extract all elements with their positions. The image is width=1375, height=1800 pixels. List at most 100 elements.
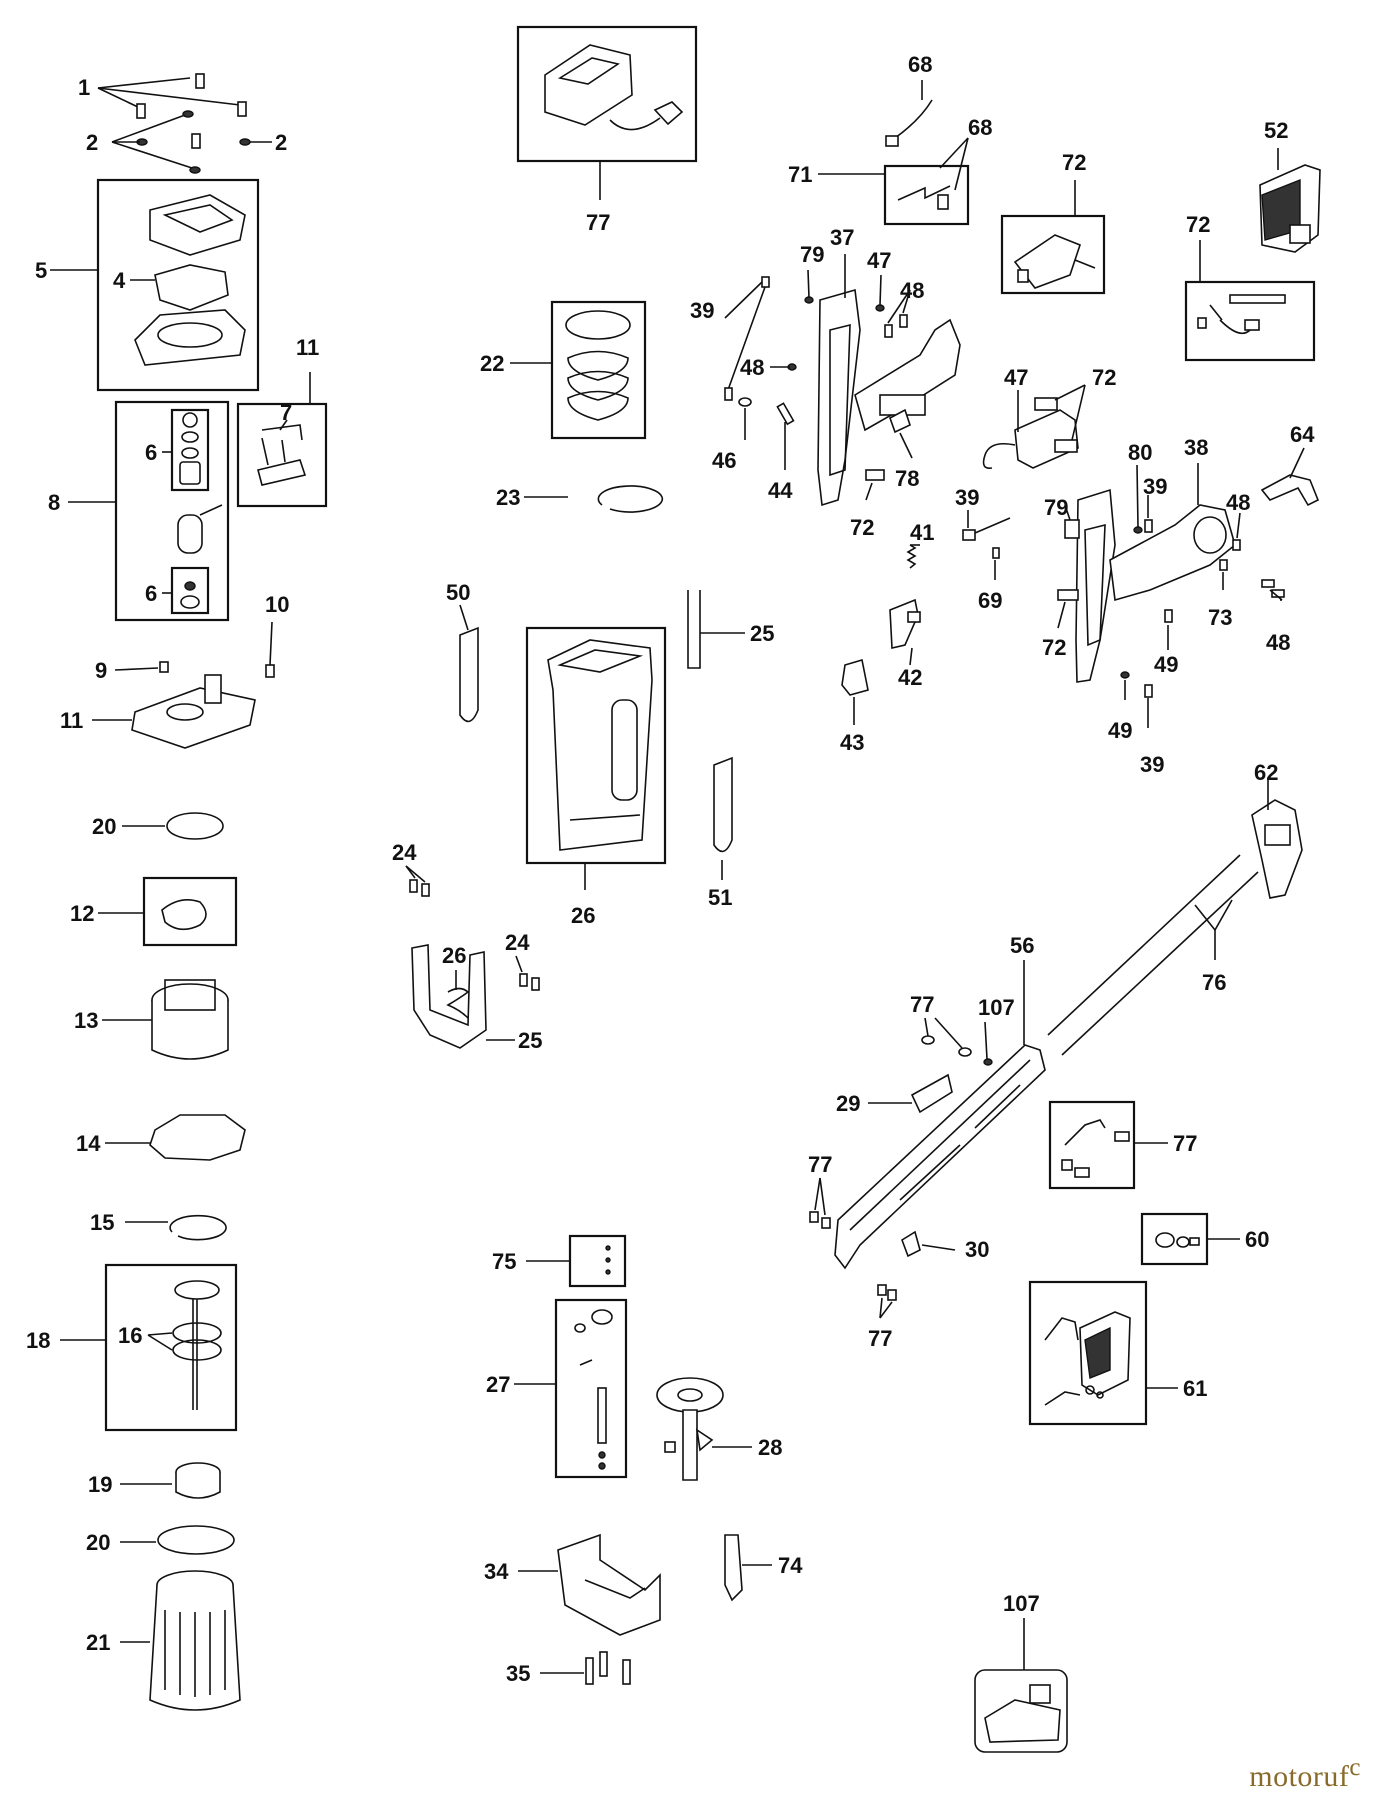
callout-28: 26 [571, 903, 595, 928]
screws-washers [97, 73, 272, 174]
callout-24: 24 [505, 930, 530, 955]
callout-62: 62 [1254, 760, 1278, 785]
callout-51: 50 [446, 580, 470, 605]
callout-7: 7 [280, 400, 292, 425]
callout-107: 79 [1044, 495, 1068, 520]
callout-31: 29 [836, 1091, 860, 1116]
group-box-5 [96, 178, 260, 392]
valve-parts [177, 412, 223, 609]
callout-41: 41 [910, 520, 934, 545]
callout-40: 39 [955, 485, 979, 510]
callout-17: 16 [118, 1323, 142, 1348]
callout-29: 27 [486, 1372, 510, 1397]
callout-68: 69 [978, 588, 1002, 613]
group-box-22 [550, 300, 647, 440]
ring-16 [169, 1214, 227, 1241]
motor-21 [149, 1570, 241, 1711]
group-box-6-top [170, 408, 210, 492]
callout-8: 8 [48, 490, 60, 515]
callout-1: 1 [78, 75, 90, 100]
callout-46: 46 [712, 448, 736, 473]
callout-2: 2 [275, 130, 287, 155]
switch-71 [1013, 234, 1096, 289]
group-box-18 [104, 1263, 238, 1432]
trigger-parts [841, 517, 1011, 696]
rail-78 [1047, 854, 1241, 1036]
callout-30: 28 [758, 1435, 782, 1460]
battery-50 [1259, 164, 1321, 253]
callout-107: 78 [895, 466, 919, 491]
callout-32: 30 [965, 1237, 989, 1262]
label-52 [713, 756, 733, 853]
callout-45: 47 [1004, 365, 1028, 390]
callout-22: 22 [480, 351, 504, 376]
driver-29 [574, 1309, 613, 1470]
trigger-assembly-30 [656, 1377, 724, 1481]
switch-wire [257, 424, 307, 486]
callout-14: 13 [74, 1008, 98, 1033]
label-51 [459, 626, 479, 723]
group-box-8 [114, 400, 230, 622]
callout-60: 60 [1245, 1227, 1269, 1252]
callout-4: 4 [113, 268, 126, 293]
group-box-73 [1184, 280, 1316, 362]
callout-42: 42 [898, 665, 922, 690]
pin-27 [687, 590, 701, 669]
housing-28 [547, 639, 653, 851]
callout-43: 43 [840, 730, 864, 755]
magazine-56 [834, 1044, 1046, 1270]
motor-45 [982, 397, 1079, 470]
callout-72: 72 [1042, 635, 1066, 660]
callout-16: 15 [90, 1210, 114, 1235]
callout-64: 64 [1290, 422, 1315, 447]
callout-48: 48 [900, 278, 924, 303]
callout-73: 72 [1186, 212, 1210, 237]
top-cap [134, 194, 246, 366]
housing-half-37 [817, 288, 961, 507]
callout-61: 61 [1183, 1376, 1207, 1401]
group-box-61 [1028, 1280, 1148, 1426]
group-box-69 [883, 164, 970, 226]
group-box-71 [1000, 214, 1106, 295]
fasteners-38 [1057, 519, 1285, 698]
bumper-19 [175, 1462, 221, 1499]
callout-13: 12 [70, 901, 94, 926]
callout-2: 107 [978, 995, 1015, 1020]
callout-49: 48 [1226, 490, 1250, 515]
fan-13 [161, 899, 207, 931]
group-box-28 [525, 626, 667, 865]
group-box-13 [142, 876, 238, 947]
callout-77: 77 [868, 1326, 892, 1351]
callout-47: 48 [740, 355, 764, 380]
bottom-shell-34 [557, 1533, 661, 1636]
pusher-61 [1044, 1311, 1131, 1406]
callout-6: 6 [145, 581, 157, 606]
callout-44: 44 [768, 478, 793, 503]
callout-78: 76 [1202, 970, 1226, 995]
callout-77: 77 [808, 1152, 832, 1177]
callout-69: 71 [788, 162, 812, 187]
callout-76: 75 [492, 1249, 516, 1274]
callout-861: 107 [1003, 1591, 1040, 1616]
callout-15: 14 [76, 1131, 101, 1156]
roller-60 [1155, 1232, 1200, 1248]
screw-35 [585, 1657, 594, 1685]
callout-9: 9 [95, 658, 107, 683]
callout-37: 37 [830, 225, 854, 250]
callout-56: 56 [1010, 933, 1034, 958]
callout-49: 49 [1154, 652, 1178, 677]
callout-72: 72 [1092, 365, 1116, 390]
callout-11: 11 [60, 708, 83, 733]
callout-52: 51 [708, 885, 732, 910]
callout-12: 11 [296, 335, 319, 360]
callout-35: 35 [506, 1661, 530, 1686]
latch-75 [724, 1534, 743, 1602]
ring-23 [597, 485, 664, 513]
callout-27: 25 [750, 621, 774, 646]
group-box-6-bottom [170, 566, 210, 615]
o-ring-20-lower [157, 1525, 235, 1555]
callout-74: 73 [1208, 605, 1232, 630]
stator-14 [151, 979, 229, 1060]
callout-2: 2 [86, 130, 98, 155]
callout-10: 10 [265, 592, 289, 617]
